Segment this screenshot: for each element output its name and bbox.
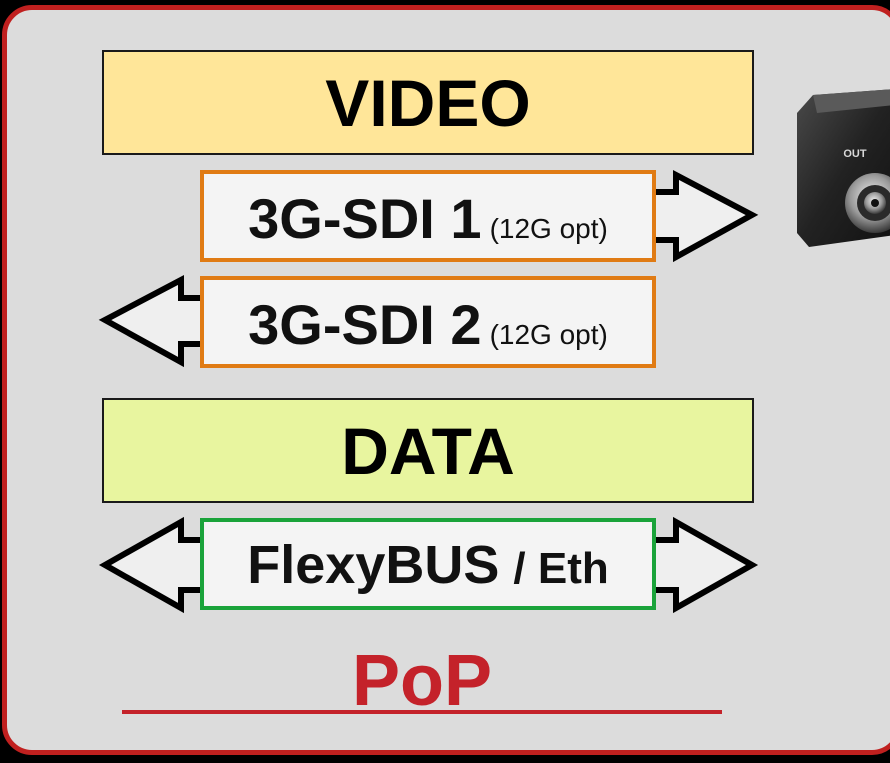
sdi1-output-box: 3G-SDI 1 (12G opt) (200, 170, 656, 262)
data-label: DATA (341, 413, 515, 488)
flexybus-box: FlexyBUS / Eth (200, 518, 656, 610)
device-port-label: OUT (843, 148, 867, 160)
flexybus-suffix: / Eth (513, 544, 609, 593)
camera-module-image: OUT (797, 89, 890, 247)
flexybus-label: FlexyBUS (247, 535, 500, 595)
double-arrow-icon (98, 516, 218, 614)
sdi2-input-box: 3G-SDI 2 (12G opt) (200, 276, 656, 368)
pop-label: PoP (351, 641, 493, 721)
sdi1-label: 3G-SDI 1 (248, 187, 482, 250)
arrow-left-icon (98, 275, 218, 368)
sdi1-option: (12G opt) (489, 213, 608, 244)
double-arrow-icon (637, 516, 759, 614)
pop-underline (122, 710, 722, 714)
arrow-right-icon (637, 170, 759, 263)
sdi2-option: (12G opt) (489, 319, 608, 350)
video-section-header: VIDEO (102, 50, 754, 155)
video-label: VIDEO (325, 65, 531, 140)
data-section-header: DATA (102, 398, 754, 503)
sdi2-label: 3G-SDI 2 (248, 293, 482, 356)
